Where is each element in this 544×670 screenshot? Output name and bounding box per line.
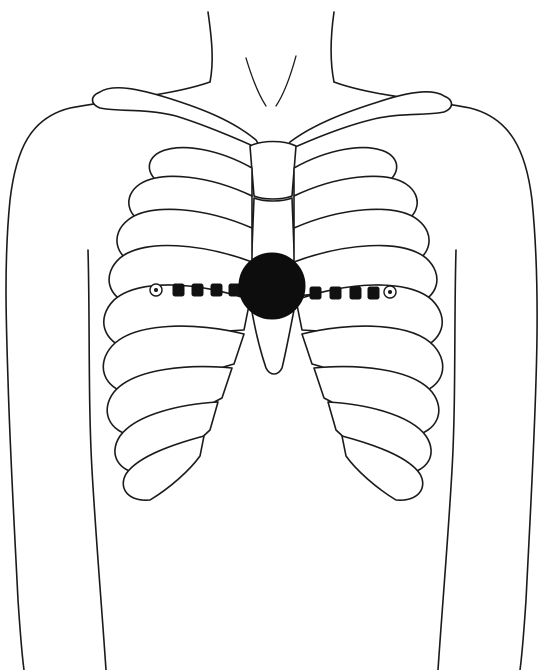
left-clavicle	[93, 88, 263, 150]
left-contact-2	[192, 284, 203, 296]
throat-line	[246, 58, 266, 106]
left-inner-arm	[88, 250, 106, 670]
right-contact-4	[368, 287, 379, 299]
left-array-end-dot	[154, 288, 158, 292]
left-contact-1	[173, 284, 184, 296]
ribs-left	[103, 148, 252, 501]
right-contact-2	[330, 287, 341, 299]
neck-right	[331, 12, 334, 82]
central-electrode	[239, 253, 305, 319]
neck-left	[208, 12, 212, 82]
right-array-end-dot	[388, 290, 392, 294]
manubrium	[250, 142, 296, 200]
throat-line-right	[276, 56, 296, 106]
right-contact-1	[310, 287, 321, 299]
right-clavicle	[284, 92, 452, 152]
left-contact-3	[211, 284, 222, 296]
ribs-right	[294, 148, 443, 501]
left-contact-4	[229, 284, 240, 296]
right-contact-3	[350, 287, 361, 299]
